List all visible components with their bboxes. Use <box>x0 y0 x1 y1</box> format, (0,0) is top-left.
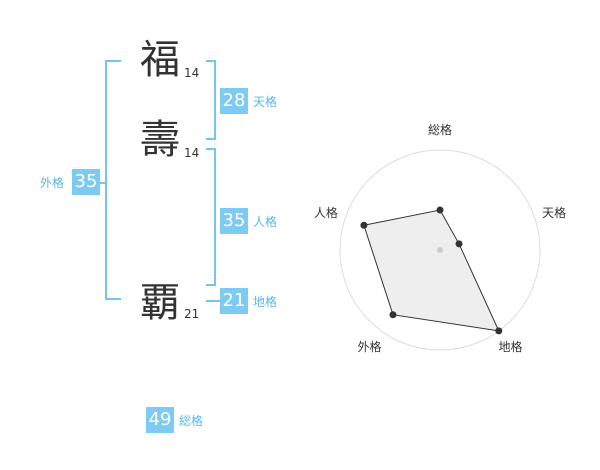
radar-point-2 <box>455 240 463 248</box>
radar-axis-label-3: 地格 <box>498 339 522 354</box>
radar-axis-label-1: 総格 <box>428 122 452 137</box>
radar-center-dot <box>437 247 443 253</box>
radar-axis-label-2: 天格 <box>542 205 566 220</box>
chikaku-label: 地格 <box>253 295 278 309</box>
soukaku-score: 49 <box>146 407 174 433</box>
radar-point-1 <box>436 206 444 214</box>
tenkaku-label: 天格 <box>253 95 278 109</box>
name-char-1: 福 <box>140 37 180 83</box>
jinkaku-score: 35 <box>220 208 248 234</box>
name-char-3: 覇 <box>140 280 180 326</box>
chikaku-connector <box>206 300 220 302</box>
jinkaku-label: 人格 <box>253 215 278 229</box>
stroke-count-1: 14 <box>184 66 200 80</box>
stroke-count-3: 21 <box>184 307 200 321</box>
radar-point-3 <box>495 327 503 335</box>
radar-point-4 <box>389 311 397 319</box>
stroke-count-2: 14 <box>184 146 200 160</box>
chikaku-score: 21 <box>220 288 248 314</box>
tenkaku-score: 28 <box>220 88 248 114</box>
radar-polygon <box>363 209 500 332</box>
radar-axis-label-5: 人格 <box>314 205 338 220</box>
gaikaku-label: 外格 <box>40 176 65 190</box>
name-char-2: 壽 <box>140 117 180 163</box>
gaikaku-score: 35 <box>72 169 100 195</box>
soukaku-label: 総格 <box>179 414 204 428</box>
radar-axis-label-4: 外格 <box>357 339 381 354</box>
radar-point-5 <box>360 221 368 229</box>
